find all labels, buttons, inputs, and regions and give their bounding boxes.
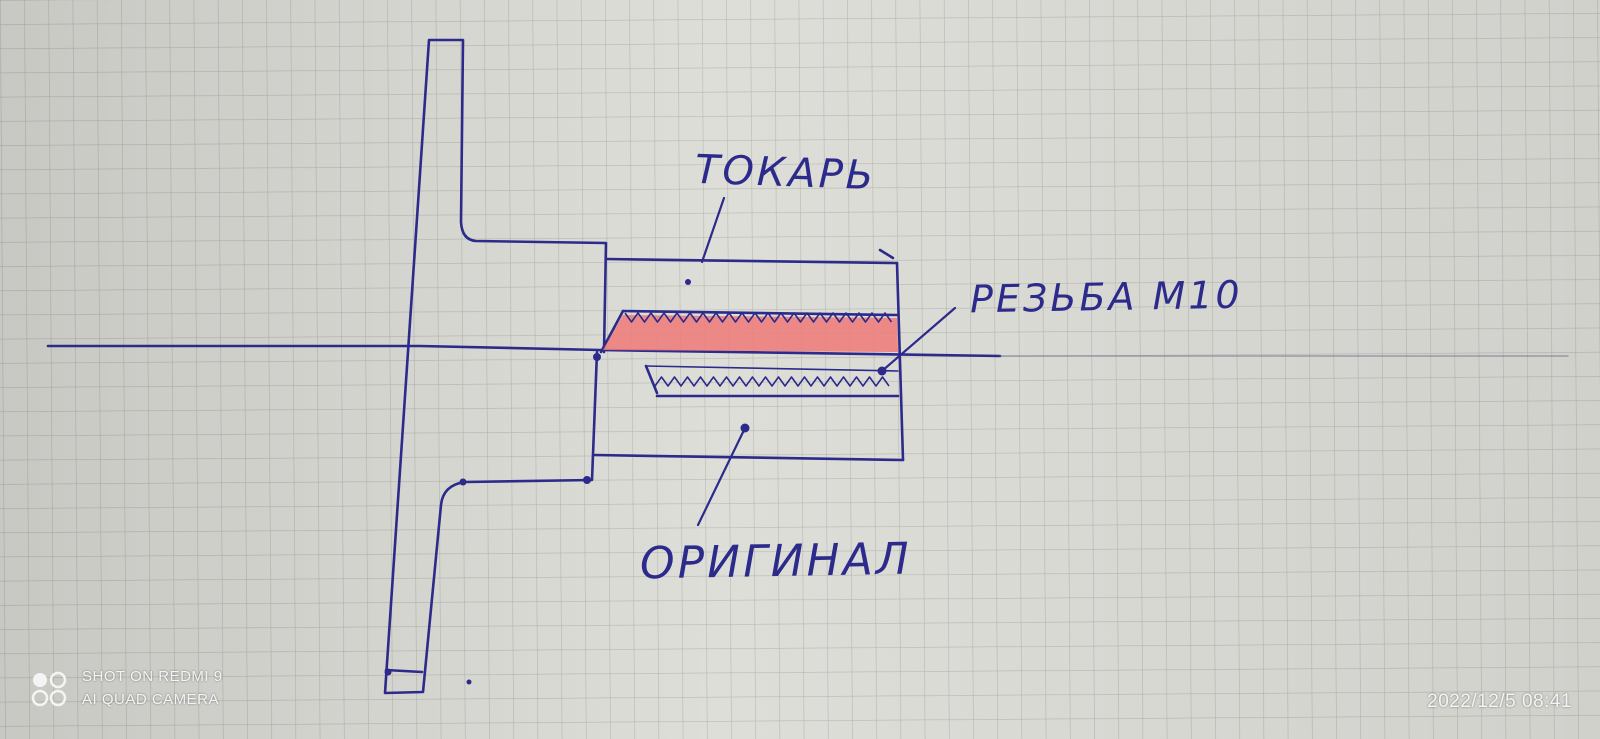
thread-teeth-bottom: [654, 376, 890, 387]
marker-dot: [685, 279, 691, 285]
bore-chamfer-top: [599, 309, 625, 354]
label-original: ОРИГИНАЛ: [639, 533, 913, 590]
marker-dot: [384, 668, 392, 676]
bore-chamfer-bottom: [644, 364, 659, 395]
camera-logo-icon: [31, 671, 67, 707]
center-axis-line: [46, 344, 1002, 358]
bore-bottom-inner: [645, 365, 899, 372]
marker-dot: [740, 423, 750, 433]
leader-thread: [880, 306, 957, 373]
marker-dot: [583, 476, 591, 484]
leader-tokar: [700, 196, 726, 264]
bushing-corner-tick: [878, 248, 895, 260]
marker-dot: [466, 679, 472, 685]
bushing-bottom-line: [593, 453, 905, 462]
bore-top-line: [621, 309, 899, 317]
thread-shaded-area: [603, 315, 898, 352]
watermark-datetime: 2022/12/5 08:41: [1427, 691, 1572, 712]
label-thread-m10: РЕЗЬБА М10: [969, 272, 1244, 322]
bushing-top-line: [604, 257, 899, 265]
marker-dot: [593, 353, 601, 361]
thread-teeth-top: [624, 312, 893, 323]
leader-original: [696, 426, 747, 527]
marker-dot: [459, 478, 467, 486]
label-tokar: ТОКАРЬ: [694, 146, 877, 200]
watermark-camera: AI QUAD CAMERA: [82, 691, 220, 708]
flange-base-detail: [384, 668, 424, 674]
bushing-right-edge: [895, 261, 905, 462]
marker-dot: [877, 366, 887, 376]
watermark-device: SHOT ON REDMI 9: [82, 668, 223, 685]
